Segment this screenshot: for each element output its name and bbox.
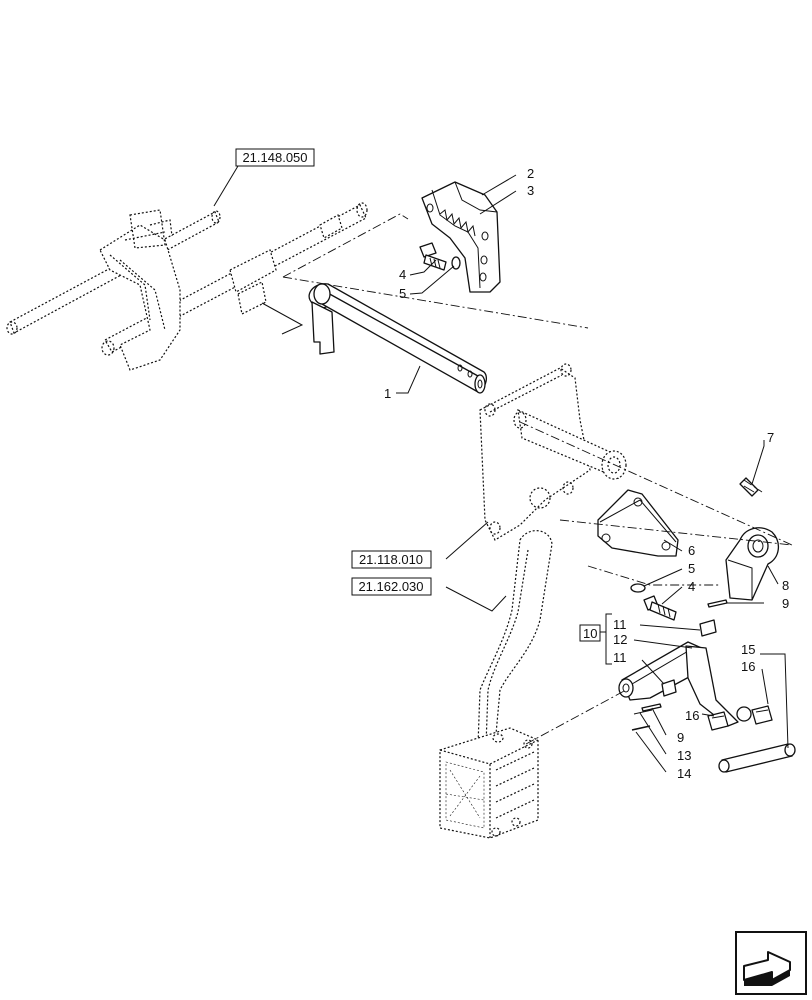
callout-4-lower: 4 — [688, 579, 695, 594]
callout-6: 6 — [688, 543, 695, 558]
callout-11-lower: 11 — [613, 650, 627, 665]
leader-lines — [213, 165, 789, 773]
spring-part-3 — [439, 209, 476, 237]
bracket-part-2 — [421, 181, 501, 293]
reference-box-21-118-010[interactable]: 21.118.010 — [351, 550, 432, 569]
group-box-10 — [579, 624, 601, 642]
pedal-ghost — [439, 530, 553, 839]
clip-part-16-right — [751, 705, 773, 725]
callout-13: 13 — [677, 748, 691, 763]
callout-5-lower: 5 — [688, 561, 695, 576]
next-page-arrow-icon[interactable] — [735, 931, 807, 995]
support-plate-ghost — [479, 363, 627, 541]
ring-part-9-upper — [707, 599, 728, 608]
clip-part-16-left — [707, 711, 729, 731]
callout-16-right: 16 — [741, 659, 755, 674]
ring-part-13 — [633, 709, 653, 715]
callout-10: 10 — [583, 626, 597, 641]
callout-8: 8 — [782, 578, 789, 593]
callout-11-upper: 11 — [613, 617, 627, 632]
bushing-part-11-upper — [699, 619, 717, 637]
center-lines — [282, 213, 793, 745]
rod-part-15 — [718, 743, 796, 773]
bushing-part-11-lower — [661, 679, 677, 697]
reference-box-21-148-050[interactable]: 21.148.050 — [235, 148, 315, 167]
callout-12: 12 — [613, 632, 627, 647]
callout-9-lower: 9 — [677, 730, 684, 745]
callout-9-upper: 9 — [782, 596, 789, 611]
ring-part-9-lower — [641, 703, 662, 712]
bracket-plate-part-6 — [597, 489, 679, 557]
reference-text: 21.118.010 — [359, 552, 423, 567]
callout-15: 15 — [741, 642, 755, 657]
callout-16-left: 16 — [685, 708, 699, 723]
lever-part-12 — [618, 641, 752, 727]
callout-5-upper: 5 — [399, 286, 406, 301]
reference-text: 21.148.050 — [242, 150, 307, 165]
callout-3: 3 — [527, 183, 534, 198]
ghost-shaft-assembly — [6, 202, 368, 371]
callout-labels: 2 3 4 5 1 6 5 4 7 8 9 10 11 12 11 15 16 … — [384, 166, 789, 781]
callout-2: 2 — [527, 166, 534, 181]
reference-text: 21.162.030 — [358, 579, 423, 594]
callout-7: 7 — [767, 430, 774, 445]
callout-4-upper: 4 — [399, 267, 406, 282]
reference-box-21-162-030[interactable]: 21.162.030 — [351, 577, 432, 596]
callout-14: 14 — [677, 766, 691, 781]
bolt-part-4-upper — [419, 242, 461, 271]
bolt-part-4-lower — [643, 595, 677, 621]
pivot-tube-part-1 — [308, 283, 487, 394]
washer-part-5-lower — [630, 583, 646, 593]
callout-1: 1 — [384, 386, 391, 401]
ring-part-14 — [631, 725, 651, 731]
